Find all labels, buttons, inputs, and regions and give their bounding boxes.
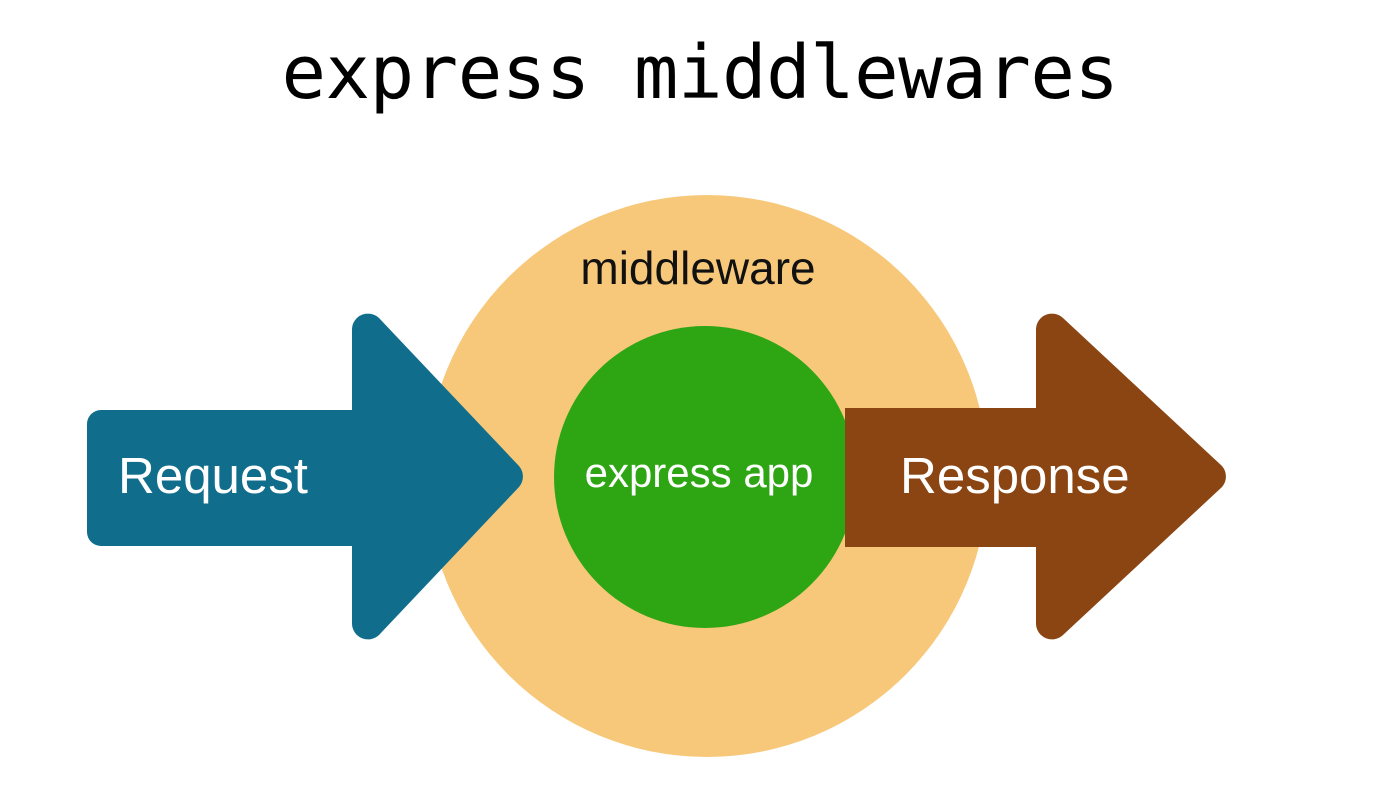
response-arrow-body	[845, 408, 1050, 547]
express-app-circle[interactable]	[554, 326, 856, 628]
request-arrow[interactable]	[87, 313, 523, 640]
express-app-label: express app	[584, 449, 814, 496]
request-label: Request	[118, 447, 308, 504]
request-arrow-body	[87, 410, 352, 546]
page-title: express middlewares	[281, 30, 1119, 116]
response-label: Response	[900, 447, 1130, 504]
response-arrow[interactable]	[845, 313, 1226, 640]
response-arrow-head	[1036, 313, 1226, 640]
request-arrow-head	[352, 313, 523, 640]
middleware-label: middleware	[580, 242, 816, 294]
